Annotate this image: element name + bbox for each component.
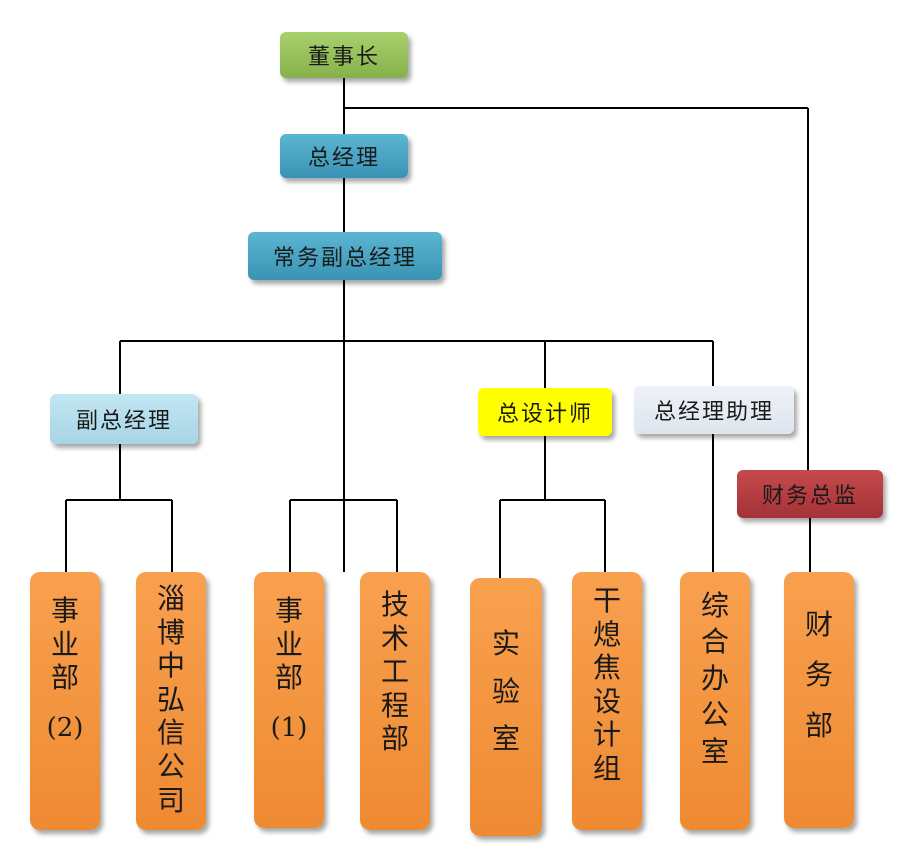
finance-dept-box: 财务部 xyxy=(784,572,854,828)
label-char: 设 xyxy=(592,684,621,718)
deputy-gm-box: 副总经理 xyxy=(50,394,198,444)
zibo-hongxin-box: 淄博中弘信公司 xyxy=(136,572,206,830)
division-2-label: 事业部 xyxy=(51,594,79,695)
label-char: 程 xyxy=(380,688,409,722)
division-1-suffix: (1) xyxy=(270,712,308,743)
label-char: 组 xyxy=(592,751,621,785)
label-char: 业 xyxy=(274,627,303,661)
label-char: 公 xyxy=(156,749,185,783)
label-char: 干 xyxy=(592,584,621,617)
tech-engineering-box: 技术工程部 xyxy=(360,572,430,830)
label-char: 实 xyxy=(491,627,520,660)
label-char: 工 xyxy=(380,655,409,689)
label-char: 办 xyxy=(700,661,729,695)
label-char: 部 xyxy=(804,708,833,742)
coke-design-box: 干熄焦设计组 xyxy=(572,572,642,830)
label-char: 术 xyxy=(380,621,409,655)
general-office-box: 综合办公室 xyxy=(680,572,750,830)
cfo-label: 财务总监 xyxy=(761,484,858,509)
label-char: 公 xyxy=(700,698,729,732)
laboratory-box: 实验室 xyxy=(470,578,542,836)
division-1-box: 事业部 (1) xyxy=(254,572,324,828)
chief-designer-label: 总设计师 xyxy=(496,402,593,427)
label-char: 室 xyxy=(700,734,729,768)
chairman-box: 董事长 xyxy=(280,32,408,78)
gm-assistant-label: 总经理助理 xyxy=(653,400,774,425)
label-char: 部 xyxy=(274,661,303,695)
label-char: 部 xyxy=(380,722,409,756)
chief-designer-box: 总设计师 xyxy=(478,388,612,436)
label-char: 室 xyxy=(491,722,520,756)
division-1-label: 事业部 xyxy=(275,594,303,695)
label-char: 事 xyxy=(50,594,79,627)
general-manager-label: 总经理 xyxy=(307,146,380,171)
coke-design-label: 干熄焦设计组 xyxy=(593,584,621,786)
label-char: 事 xyxy=(274,594,303,627)
label-char: 验 xyxy=(491,674,520,708)
general-office-label: 综合办公室 xyxy=(701,588,729,770)
executive-vp-label: 常务副总经理 xyxy=(272,246,417,271)
division-2-box: 事业部 (2) xyxy=(30,572,100,830)
laboratory-label: 实验室 xyxy=(492,620,520,763)
label-char: 业 xyxy=(50,627,79,661)
general-manager-box: 总经理 xyxy=(280,134,408,178)
division-2-suffix: (2) xyxy=(46,712,84,743)
label-char: 博 xyxy=(156,615,185,649)
label-char: 中 xyxy=(156,649,185,683)
finance-dept-label: 财务部 xyxy=(805,600,833,751)
cfo-box: 财务总监 xyxy=(737,470,883,518)
label-char: 司 xyxy=(156,783,185,817)
label-char: 部 xyxy=(50,661,79,695)
label-char: 综 xyxy=(700,589,729,622)
label-char: 务 xyxy=(804,658,833,692)
chairman-label: 董事长 xyxy=(307,45,380,70)
label-char: 焦 xyxy=(592,651,621,685)
label-char: 计 xyxy=(592,718,621,752)
label-char: 技 xyxy=(380,588,409,621)
label-char: 财 xyxy=(804,608,833,641)
label-char: 熄 xyxy=(592,617,621,651)
executive-vp-box: 常务副总经理 xyxy=(248,232,442,280)
zibo-hongxin-label: 淄博中弘信公司 xyxy=(157,582,185,817)
gm-assistant-box: 总经理助理 xyxy=(634,386,794,434)
label-char: 合 xyxy=(700,625,729,659)
label-char: 淄 xyxy=(156,582,185,615)
tech-engineering-label: 技术工程部 xyxy=(381,588,409,756)
label-char: 弘 xyxy=(156,682,185,716)
deputy-gm-label: 副总经理 xyxy=(75,409,172,434)
label-char: 信 xyxy=(156,716,185,750)
